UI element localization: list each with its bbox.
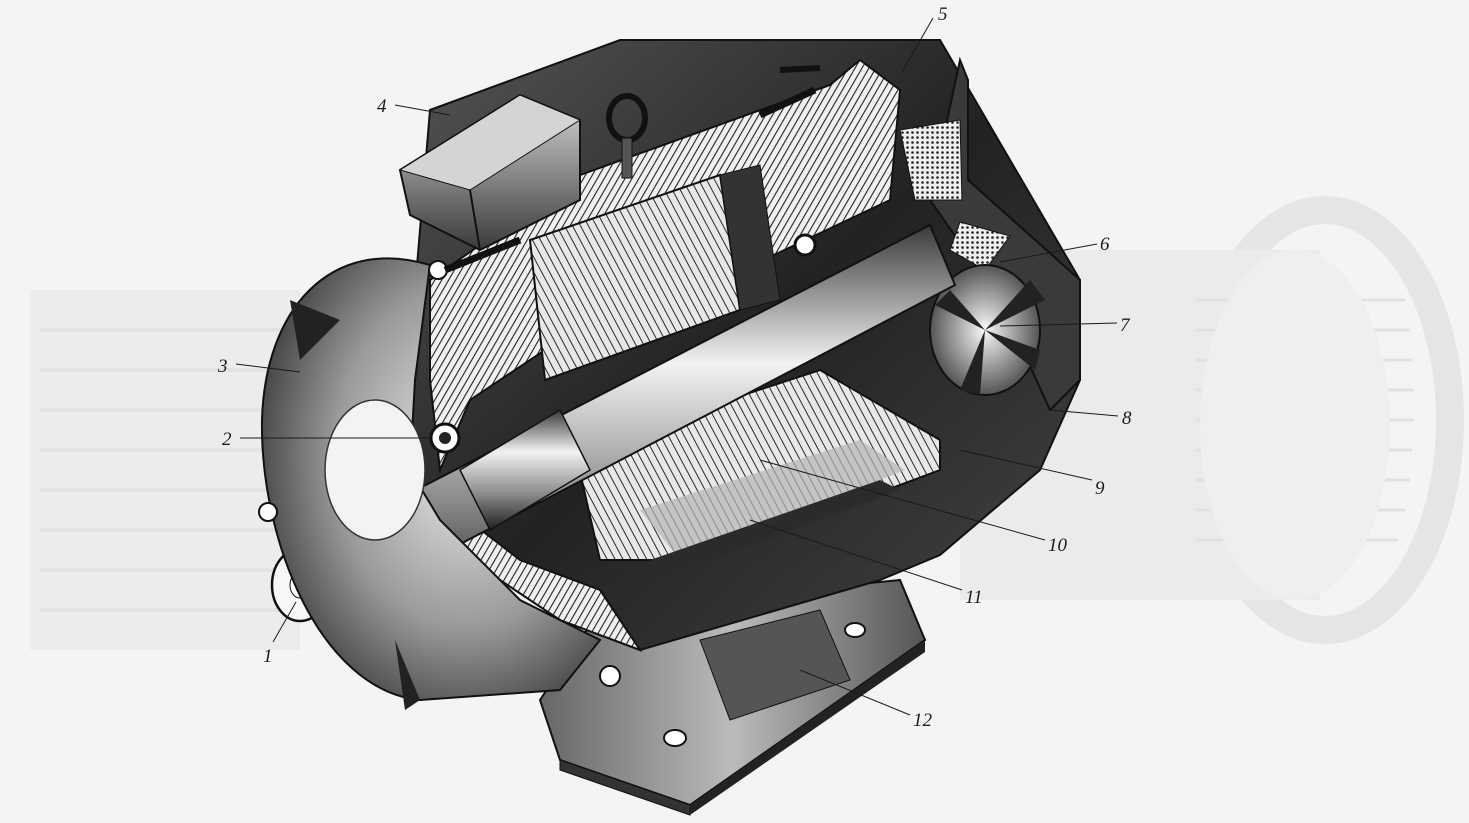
callout-5: 5 [938, 4, 948, 25]
stator-core-upper [528, 164, 781, 382]
callout-labels: 1 2 3 4 5 6 7 8 9 10 11 12 [217, 4, 1132, 731]
callout-11: 11 [965, 587, 983, 608]
callout-3: 3 [217, 356, 228, 377]
callout-9: 9 [1095, 478, 1105, 499]
callout-4: 4 [377, 96, 387, 117]
tie-bolts [443, 65, 821, 274]
terminal-box [398, 93, 582, 252]
callout-leaders [235, 17, 1119, 716]
callout-8: 8 [1122, 408, 1132, 429]
callout-6: 6 [1100, 234, 1110, 255]
background-ghost-motor [30, 196, 1464, 650]
cooling-fan [929, 264, 1045, 396]
callout-7: 7 [1120, 315, 1131, 336]
callout-12: 12 [913, 710, 933, 731]
callout-1: 1 [263, 646, 273, 667]
callout-2: 2 [222, 429, 232, 450]
shaft [270, 223, 957, 623]
front-end-shield [258, 257, 621, 710]
callout-10: 10 [1048, 535, 1068, 556]
lifting-eye-bolt [606, 93, 648, 179]
rotor-core [573, 368, 941, 575]
